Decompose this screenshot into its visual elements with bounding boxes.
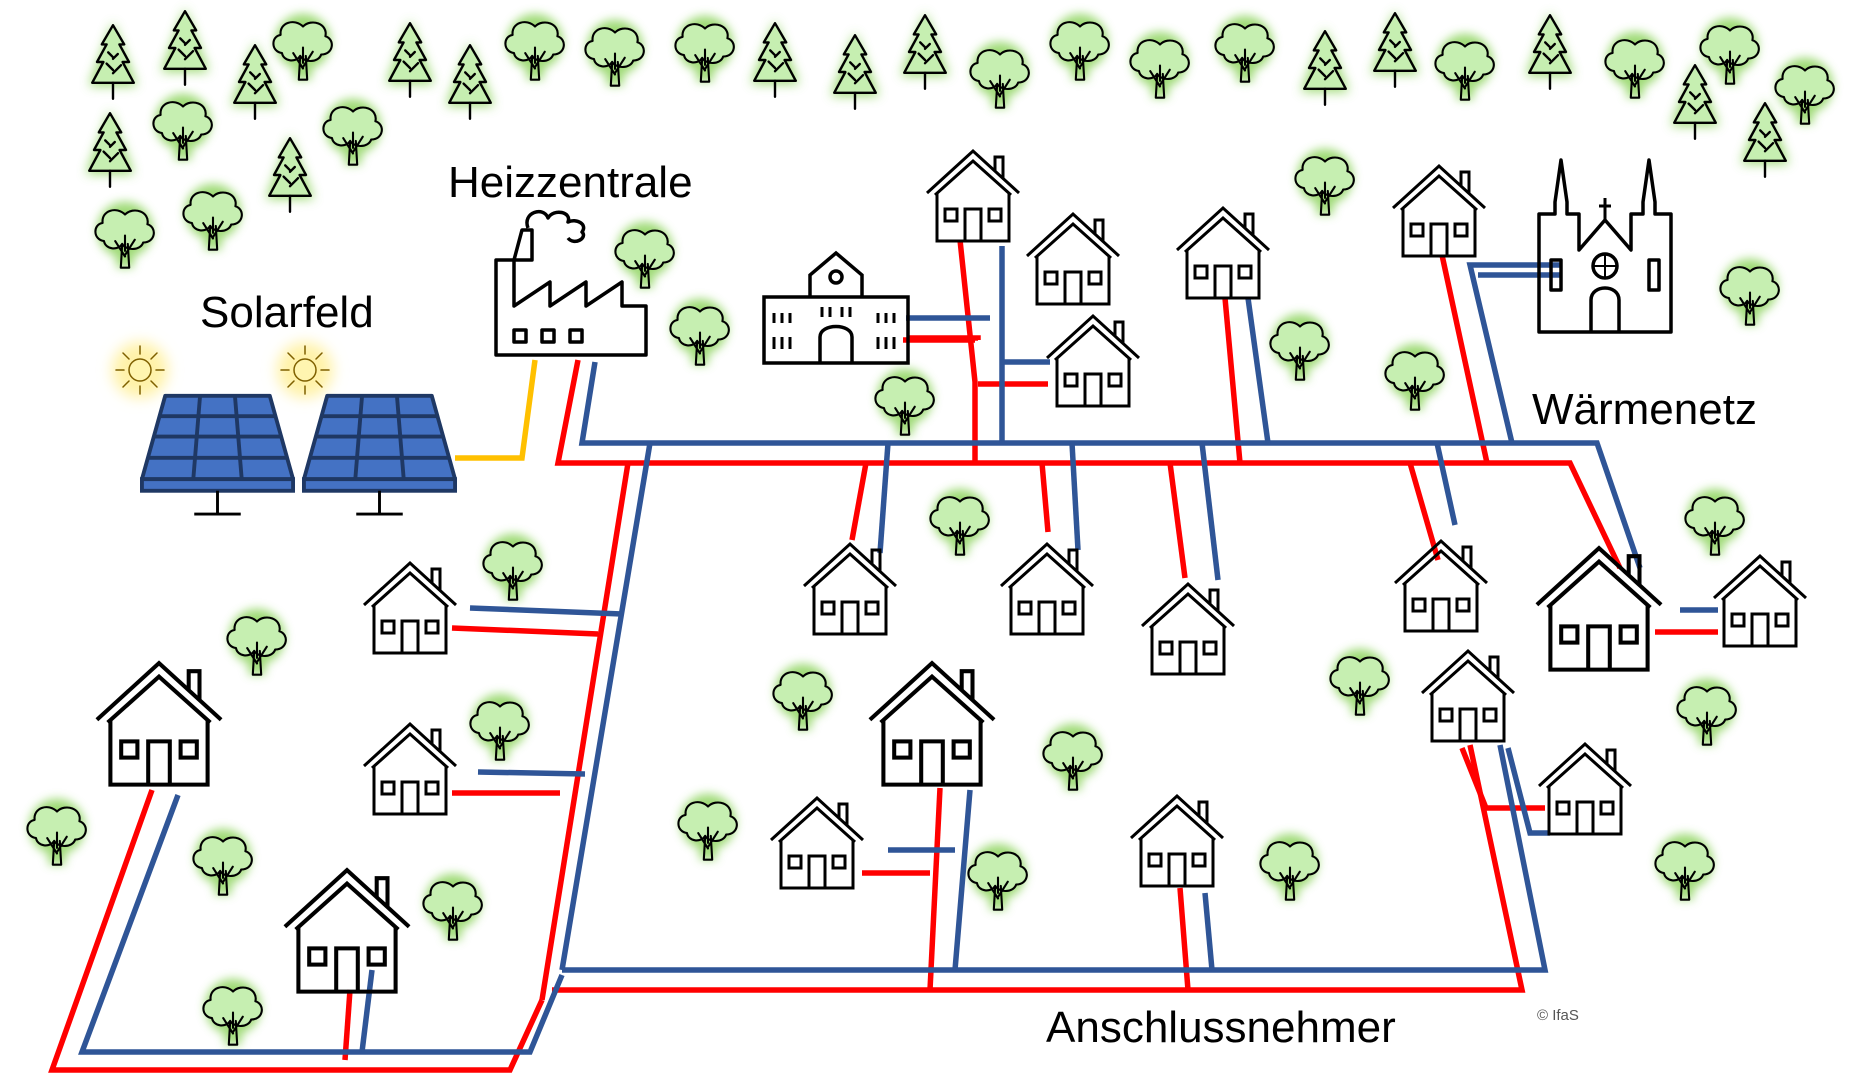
house-icon — [802, 542, 898, 636]
tree-icon — [1700, 18, 1758, 84]
solar-field-label: Solarfeld — [200, 288, 374, 337]
house-icon — [362, 561, 458, 655]
tree-icon — [1435, 34, 1493, 100]
tree-icon — [968, 844, 1026, 910]
pine-tree-icon — [86, 110, 134, 187]
tree-icon — [1260, 834, 1318, 900]
heat-network-label: Wärmenetz — [1532, 385, 1757, 434]
tree-icon — [1677, 679, 1735, 745]
solar-panel-icon — [139, 393, 296, 517]
pine-tree-icon — [266, 135, 314, 212]
tree-icon — [1685, 489, 1743, 555]
tree-icon — [678, 794, 736, 860]
house-icon — [1391, 164, 1487, 258]
tree-icon — [1130, 32, 1188, 98]
tree-icon — [585, 20, 643, 86]
tree-icon — [470, 694, 528, 760]
tree-icon — [273, 14, 331, 80]
tree-icon — [970, 42, 1028, 108]
tree-icon — [1050, 14, 1108, 80]
tree-icon — [227, 609, 285, 675]
tree-icon — [1655, 834, 1713, 900]
labels: Heizzentrale Solarfeld Wärmenetz Anschlu… — [200, 158, 1757, 1052]
sun-icon — [277, 342, 333, 398]
house-icon — [362, 722, 458, 816]
pine-tree-icon — [386, 20, 434, 97]
house-icon — [769, 796, 865, 890]
tree-icon — [95, 202, 153, 268]
house-icon — [285, 870, 409, 992]
tree-icon — [1605, 32, 1663, 98]
house-icon — [1712, 554, 1808, 648]
house-icon — [1140, 582, 1236, 676]
tree-icon — [27, 799, 85, 865]
house-icon — [870, 663, 994, 785]
pine-tree-icon — [446, 42, 494, 119]
factory-icon — [494, 209, 648, 357]
house-icon — [1393, 539, 1489, 633]
tree-icon — [875, 369, 933, 435]
church-icon — [1537, 158, 1673, 334]
tree-icon — [1043, 724, 1101, 790]
tree-icon — [615, 222, 673, 288]
house-icon — [1420, 649, 1516, 743]
tree-icon — [183, 184, 241, 250]
tree-icon — [193, 829, 251, 895]
tree-icon — [1295, 149, 1353, 215]
return-pipes — [78, 246, 1718, 1055]
tree-icon — [483, 534, 541, 600]
house-icon — [1025, 212, 1121, 306]
house-icon — [1537, 742, 1633, 836]
pine-tree-icon — [901, 12, 949, 89]
pine-tree-icon — [161, 8, 209, 85]
house-icon — [999, 542, 1095, 636]
tree-icon — [670, 299, 728, 365]
tree-icon — [423, 874, 481, 940]
tree-icon — [1720, 259, 1778, 325]
pine-tree-icon — [1301, 28, 1349, 105]
tree-icon — [153, 94, 211, 160]
pine-tree-icon — [1526, 12, 1574, 89]
house-icon — [1045, 314, 1141, 408]
tree-icon — [1270, 314, 1328, 380]
pine-tree-icon — [751, 20, 799, 97]
house-icon — [1537, 548, 1661, 670]
copyright-label: © IfaS — [1537, 1007, 1579, 1024]
tree-icon — [323, 99, 381, 165]
sun-icon — [112, 342, 168, 398]
tree-icon — [1775, 58, 1833, 124]
tree-icon — [203, 979, 261, 1045]
tree-icon — [773, 664, 831, 730]
tree-icon — [930, 489, 988, 555]
house-icon — [97, 663, 221, 785]
house-icon — [1175, 206, 1271, 300]
house-icon — [925, 149, 1021, 243]
pine-tree-icon — [1671, 62, 1719, 139]
pine-tree-icon — [831, 32, 879, 109]
consumers-label: Anschlussnehmer — [1046, 1003, 1396, 1052]
solar-panel-icon — [301, 393, 458, 517]
pine-tree-icon — [1371, 10, 1419, 87]
pine-tree-icon — [89, 22, 137, 99]
heating-plant-label: Heizzentrale — [448, 158, 693, 207]
heat-network-pipes — [48, 239, 1718, 1073]
school-icon — [762, 250, 910, 365]
pine-tree-icon — [1741, 100, 1789, 177]
tree-icon — [505, 14, 563, 80]
pine-tree-icon — [231, 42, 279, 119]
solar-field — [112, 342, 458, 517]
tree-icon — [1385, 344, 1443, 410]
solar-connection-pipe — [455, 359, 538, 461]
tree-icon — [1330, 649, 1388, 715]
tree-icon — [1215, 16, 1273, 82]
house-icon — [1129, 794, 1225, 888]
tree-icon — [675, 16, 733, 82]
